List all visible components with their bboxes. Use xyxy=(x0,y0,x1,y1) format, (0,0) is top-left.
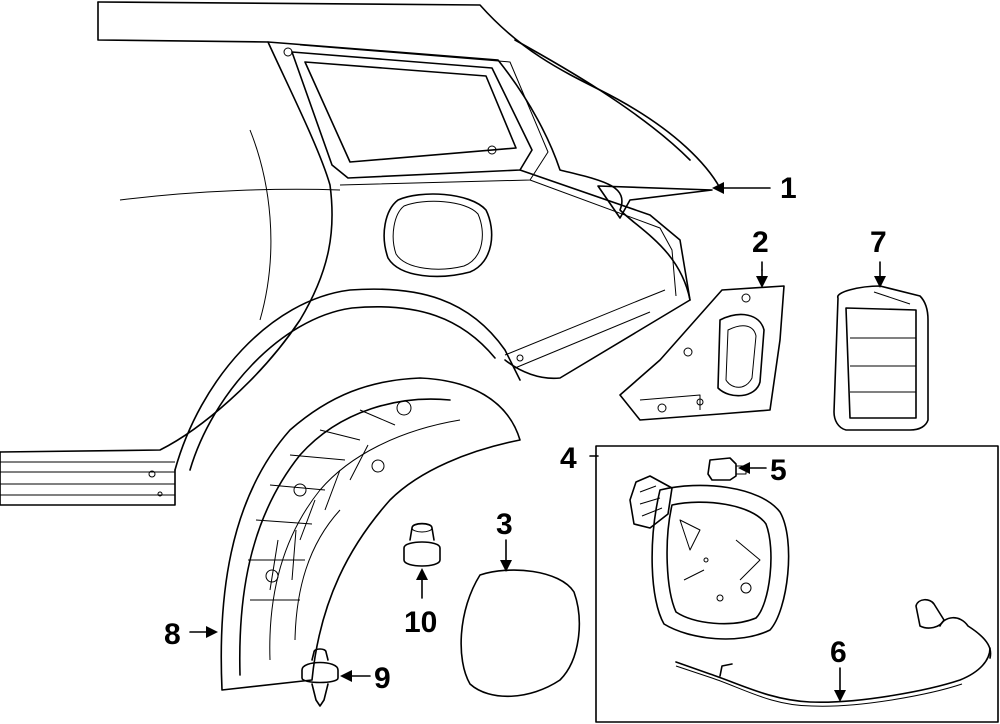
leader-lines xyxy=(189,182,886,702)
quarter-panel xyxy=(0,1,721,506)
fuel-door-assembly-box xyxy=(595,445,999,723)
fuel-door xyxy=(460,569,580,698)
callout-7: 7 xyxy=(870,226,887,259)
fuel-door-housing xyxy=(629,475,790,640)
callout-8: 8 xyxy=(164,618,181,651)
wheel-liner xyxy=(220,377,521,691)
callout-6: 6 xyxy=(830,636,847,669)
callout-2: 2 xyxy=(752,226,769,259)
callout-5: 5 xyxy=(770,454,787,487)
push-clip xyxy=(301,648,339,707)
inner-quarter-panel xyxy=(619,285,785,421)
fuel-filler-housing xyxy=(833,285,929,431)
callout-3: 3 xyxy=(496,508,513,541)
release-cable xyxy=(675,598,992,707)
callout-9: 9 xyxy=(374,662,391,695)
callout-1: 1 xyxy=(780,172,797,205)
nut xyxy=(403,522,441,567)
callout-4: 4 xyxy=(560,442,577,475)
callout-10: 10 xyxy=(404,606,437,639)
